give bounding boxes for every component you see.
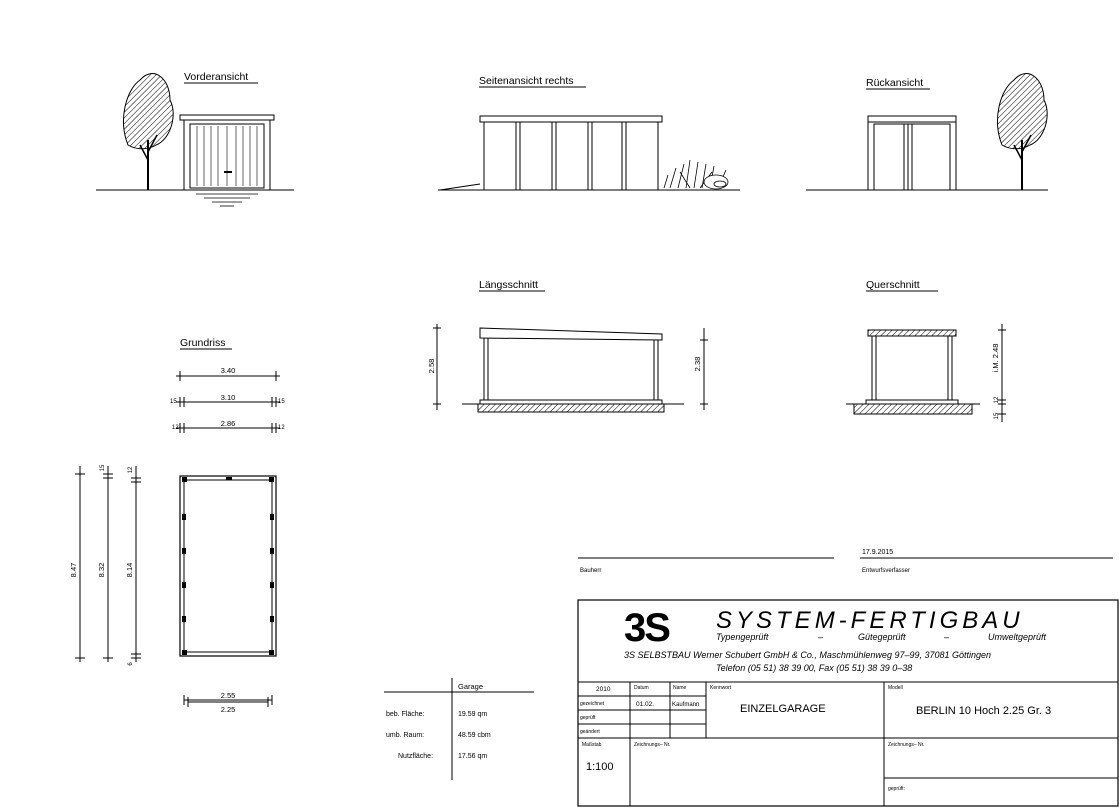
- tb-massstab-value: 1:100: [586, 761, 614, 773]
- side-view: Seitenansicht rechts: [438, 75, 740, 191]
- tb-modell-value: BERLIN 10 Hoch 2.25 Gr. 3: [916, 705, 1051, 717]
- tb-objekt-value: EINZELGARAGE: [740, 703, 826, 715]
- dim-plan-847: 8.47: [69, 563, 78, 578]
- area-row-label: umb. Raum:: [386, 732, 424, 739]
- floor-plan-title: Grundriss: [180, 337, 226, 349]
- dim-height-right: 2.38: [693, 357, 702, 372]
- dim-edge-12-right: 12: [278, 425, 285, 431]
- dim-height-left: 2.58: [427, 359, 436, 374]
- signature-date: 17.9.2015: [862, 549, 893, 556]
- dim-edge-12-left: 12: [172, 425, 179, 431]
- shrub-icon: [663, 159, 729, 190]
- dim-tick-6: 6: [128, 662, 134, 666]
- company-phone: Telefon (05 51) 38 39 00, Fax (05 51) 38…: [716, 663, 912, 673]
- front-view: Vorderansicht: [96, 71, 294, 207]
- area-row-label: beb. Fläche:: [386, 711, 425, 718]
- dim-tick-15: 15: [100, 464, 106, 471]
- dim-cross-height: i.M. 2.48: [991, 344, 1000, 373]
- tb-col-name: Name: [673, 685, 687, 691]
- cross-section-title: Querschnitt: [866, 279, 920, 291]
- dim-plan-340: 3.40: [221, 366, 236, 375]
- dim-cross-15: 15: [994, 412, 1000, 419]
- area-table-header: Garage: [458, 682, 483, 691]
- tb-zeichnung-label-2: Zeichnungs– Nr.: [888, 742, 924, 748]
- tb-col-datum: Datum: [634, 685, 649, 691]
- dim-plan-286: 2.86: [221, 419, 236, 428]
- title-block: 3S SYSTEM-FERTIGBAU Typengeprüft – Güteg…: [577, 599, 1119, 807]
- area-row-value: 17.56 qm: [458, 753, 487, 760]
- tb-row-geprueft: geprüft: [580, 715, 596, 721]
- tb-massstab-label: Maßstab: [582, 742, 602, 748]
- tb-modell-label: Modell: [888, 685, 903, 691]
- bauherr-label: Bauherr: [580, 568, 601, 574]
- area-row-value: 48.59 cbm: [458, 732, 491, 739]
- dim-plan-832: 8.32: [97, 563, 106, 578]
- side-view-title: Seitenansicht rechts: [479, 75, 574, 87]
- area-row-label: Nutzfläche:: [398, 753, 433, 760]
- tagline-3: Umweltgeprüft: [988, 632, 1047, 642]
- floor-plan: Grundriss 3.40 3.10 15 15 2.86 12 12 8.4…: [69, 337, 285, 714]
- dim-tick-12: 12: [128, 466, 134, 473]
- company-address: 3S SELBSTBAU Werner Schubert GmbH & Co.,…: [624, 650, 991, 660]
- tb-row-gezeichnet: gezeichnet: [580, 701, 605, 707]
- tb-year: 2010: [596, 686, 611, 693]
- rear-view-title: Rückansicht: [866, 77, 923, 89]
- dim-edge-15-left: 15: [170, 399, 177, 405]
- tagline-sep-2: –: [943, 632, 950, 642]
- logo-3s: 3S: [624, 606, 670, 650]
- dim-plan-310: 3.10: [221, 393, 236, 402]
- tb-name-value: Kaufmann: [672, 702, 699, 708]
- long-section: Längsschnitt 2.58 2.38: [427, 279, 708, 413]
- rear-view: Rückansicht: [806, 72, 1049, 191]
- signature-area: 17.9.2015 Bauherr Entwurfsverfasser: [578, 549, 1113, 574]
- dim-cross-12: 12: [994, 396, 1000, 403]
- entwurf-label: Entwurfsverfasser: [862, 568, 910, 574]
- tb-zeichnung-label: Zeichnungs– Nr.: [634, 742, 670, 748]
- tagline-2: Gütegeprüft: [858, 632, 906, 642]
- tree-icon: [996, 72, 1049, 191]
- tb-datum-value: 01.02.: [636, 701, 654, 708]
- cross-section: Querschnitt i.M. 2.48 12 15: [846, 279, 1006, 422]
- dim-edge-15-right: 15: [278, 399, 285, 405]
- company-name: SYSTEM-FERTIGBAU: [716, 607, 1024, 634]
- dim-plan-814: 8.14: [125, 563, 134, 578]
- front-view-title: Vorderansicht: [184, 71, 248, 83]
- area-row-value: 19.59 qm: [458, 711, 487, 718]
- tagline-sep-1: –: [817, 632, 824, 642]
- tb-objekt-label: Kennwort: [710, 685, 732, 691]
- tb-geprueft-2: geprüft:: [888, 786, 905, 792]
- tb-row-geaendert: geändert: [580, 729, 600, 735]
- tree-icon: [122, 72, 175, 191]
- dim-plan-255: 2.55: [221, 691, 236, 700]
- tagline-1: Typengeprüft: [716, 632, 769, 642]
- area-table: Garage beb. Fläche: 19.59 qm umb. Raum: …: [384, 678, 534, 780]
- long-section-title: Längsschnitt: [479, 279, 538, 291]
- dim-plan-225: 2.25: [221, 705, 236, 714]
